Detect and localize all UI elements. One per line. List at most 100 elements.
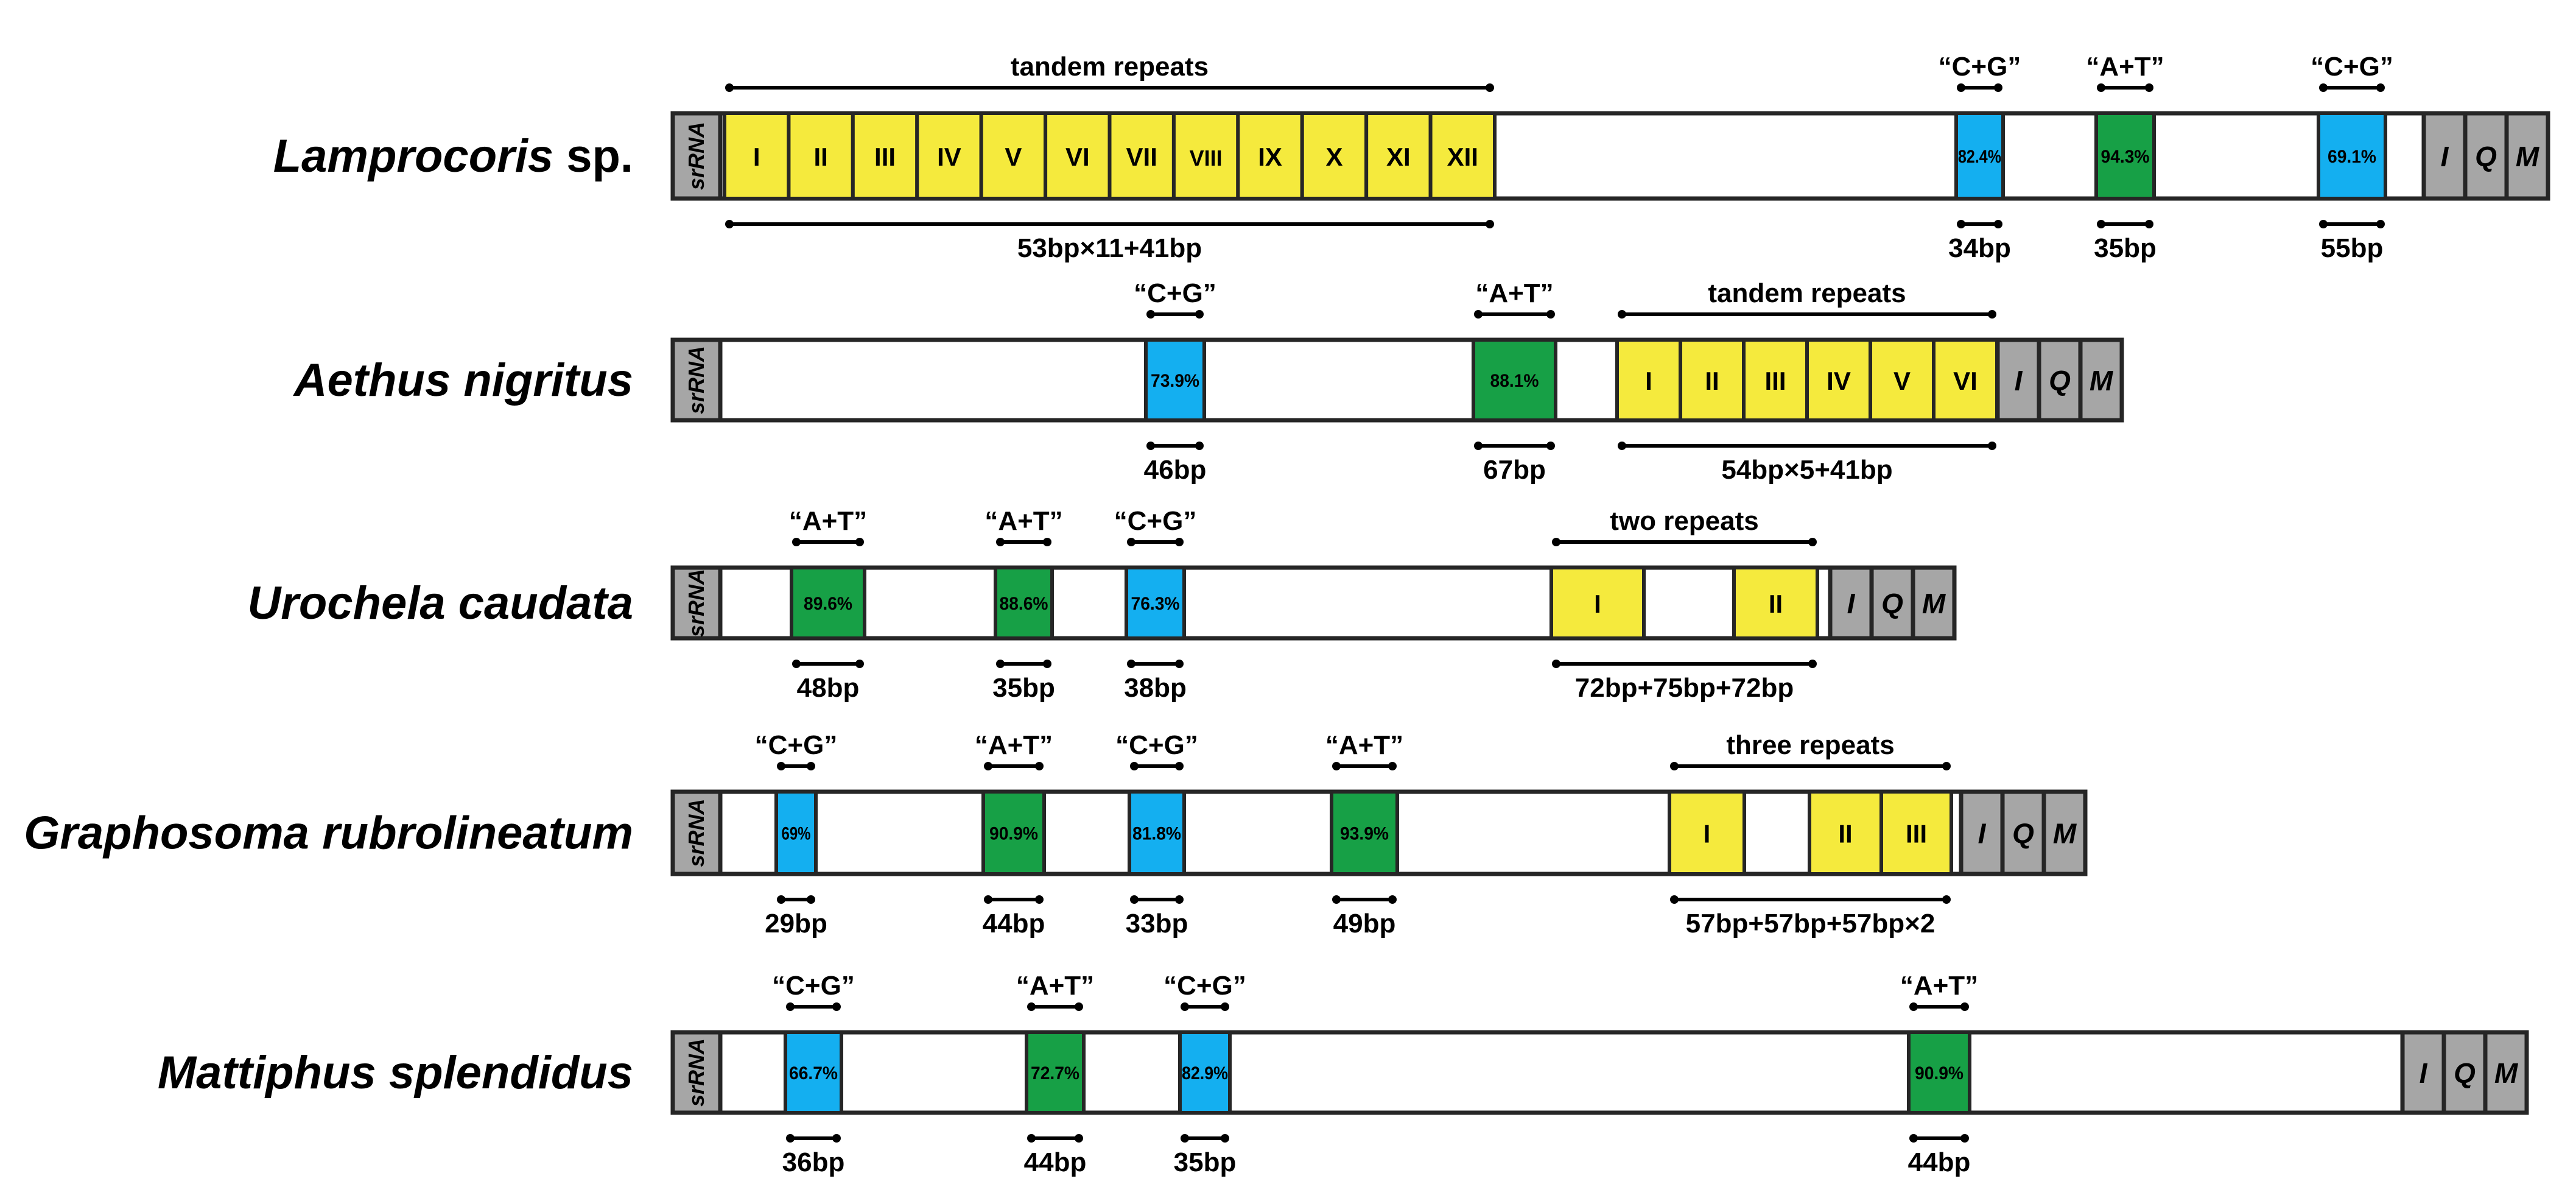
top-bracket xyxy=(786,1002,841,1011)
at-rich-block: 72.7%“A+T”44bp xyxy=(1016,971,1094,1177)
bottom-bracket xyxy=(1130,895,1184,904)
species-name: Lamprocoris xyxy=(273,130,553,182)
top-bracket xyxy=(1474,310,1555,319)
top-bracket-end-right xyxy=(832,1002,841,1011)
top-bracket-end-left xyxy=(1670,762,1679,770)
top-annotation: “C+G” xyxy=(1939,52,2021,82)
repeat-unit xyxy=(1107,111,1176,200)
repeat-unit-label: V xyxy=(1893,367,1911,395)
repeat-unit-label: II xyxy=(813,143,827,171)
repeat-unit-label: IV xyxy=(1827,367,1851,395)
bottom-annotation: 67bp xyxy=(1483,455,1546,485)
bottom-bracket-end-right xyxy=(807,895,815,904)
content-block xyxy=(774,790,818,876)
repeat-unit-label: III xyxy=(1764,367,1786,395)
top-annotation: tandem repeats xyxy=(1708,278,1906,308)
cg-rich-block: 82.4%“C+G”34bp xyxy=(1939,52,2021,263)
gene-block-m xyxy=(2078,337,2124,423)
top-bracket xyxy=(792,538,864,546)
top-bracket-end-right xyxy=(1221,1002,1229,1011)
top-bracket-end-right xyxy=(1988,310,1996,319)
gene-block-q xyxy=(2000,789,2046,876)
srRNA-block xyxy=(670,565,723,641)
srRNA-label: srRNA xyxy=(684,1038,709,1107)
bottom-bracket xyxy=(786,1134,841,1143)
gene-label-q: Q xyxy=(2454,1057,2476,1089)
content-block xyxy=(1125,566,1186,640)
bottom-annotation: 46bp xyxy=(1144,455,1207,485)
top-bracket-end-left xyxy=(777,762,785,770)
repeat-unit xyxy=(1364,111,1433,200)
top-bracket-end-left xyxy=(2097,83,2105,92)
top-bracket-end-left xyxy=(1332,762,1341,770)
srRNA-block xyxy=(670,337,723,423)
bottom-bracket xyxy=(996,660,1051,668)
bottom-bracket xyxy=(1957,220,2002,228)
srRNA-block xyxy=(670,111,723,201)
bottom-bracket-end-right xyxy=(1195,442,1204,450)
bottom-bracket-end-right xyxy=(1175,660,1184,668)
gene-block-m xyxy=(1911,565,1957,641)
top-bracket xyxy=(984,762,1044,770)
bottom-bracket xyxy=(1027,1134,1083,1143)
gene-label-i: I xyxy=(2441,141,2449,172)
bottom-bracket xyxy=(984,895,1044,904)
bottom-annotation: 36bp xyxy=(782,1147,845,1177)
repeat-unit-label: VI xyxy=(1065,143,1090,171)
top-annotation: “C+G” xyxy=(1114,506,1197,536)
bottom-annotation: 55bp xyxy=(2321,233,2384,263)
at-rich-block: 88.6%“A+T”35bp xyxy=(984,506,1062,703)
percentage-label: 88.1% xyxy=(1490,371,1539,391)
cg-rich-block: 81.8%“C+G”33bp xyxy=(1115,730,1198,939)
bottom-annotation: 53bp×11+41bp xyxy=(1017,233,1202,263)
bottom-bracket-end-left xyxy=(1618,442,1626,450)
bottom-annotation: 35bp xyxy=(2094,233,2157,263)
top-bracket-end-left xyxy=(1181,1002,1189,1011)
species-suffix: sp. xyxy=(553,130,633,182)
content-block xyxy=(1144,338,1206,422)
bottom-bracket-end-left xyxy=(792,660,801,668)
repeat-unit xyxy=(1732,566,1819,640)
top-bracket xyxy=(1130,762,1184,770)
bottom-bracket-end-right xyxy=(1546,442,1555,450)
cg-rich-block: 66.7%“C+G”36bp xyxy=(772,971,855,1177)
repeat-unit-label: XII xyxy=(1447,143,1478,171)
bottom-bracket-end-right xyxy=(1388,895,1397,904)
top-bracket xyxy=(996,538,1051,546)
top-bracket xyxy=(1552,538,1817,546)
bottom-bracket xyxy=(1618,442,1996,450)
repeat-unit-label: I xyxy=(1594,590,1601,618)
repeat-unit-label: III xyxy=(874,143,896,171)
repeat-unit xyxy=(1171,111,1240,200)
top-bracket-end-right xyxy=(1994,83,2002,92)
srRNA-block xyxy=(670,1030,723,1115)
top-bracket-end-left xyxy=(1127,538,1135,546)
top-bracket xyxy=(1127,538,1184,546)
top-bracket xyxy=(1027,1002,1083,1011)
top-annotation: “A+T” xyxy=(789,506,867,536)
top-bracket-end-right xyxy=(807,762,815,770)
top-bracket-end-right xyxy=(1075,1002,1083,1011)
bottom-bracket-end-left xyxy=(1670,895,1679,904)
repeat-unit xyxy=(1879,790,1953,876)
percentage-label: 94.3% xyxy=(2101,147,2150,167)
repeat-unit-label: X xyxy=(1325,143,1342,171)
top-annotation: “A+T” xyxy=(1325,730,1403,760)
bottom-annotation: 54bp×5+41bp xyxy=(1721,455,1892,485)
percentage-label: 72.7% xyxy=(1031,1063,1079,1083)
top-bracket-end-left xyxy=(1146,310,1155,319)
at-rich-block: 90.9%“A+T”44bp xyxy=(1900,971,1978,1177)
bottom-bracket xyxy=(2319,220,2385,228)
bottom-bracket xyxy=(1332,895,1397,904)
bottom-bracket-end-left xyxy=(1957,220,1965,228)
top-bracket-end-right xyxy=(2376,83,2385,92)
top-bracket-end-right xyxy=(1942,762,1951,770)
bottom-annotation: 33bp xyxy=(1126,909,1188,939)
content-block xyxy=(790,566,866,640)
bottom-bracket-end-right xyxy=(1808,660,1817,668)
top-bracket-end-right xyxy=(1035,762,1044,770)
repeat-unit-label: II xyxy=(1769,590,1783,618)
top-bracket xyxy=(2097,83,2153,92)
